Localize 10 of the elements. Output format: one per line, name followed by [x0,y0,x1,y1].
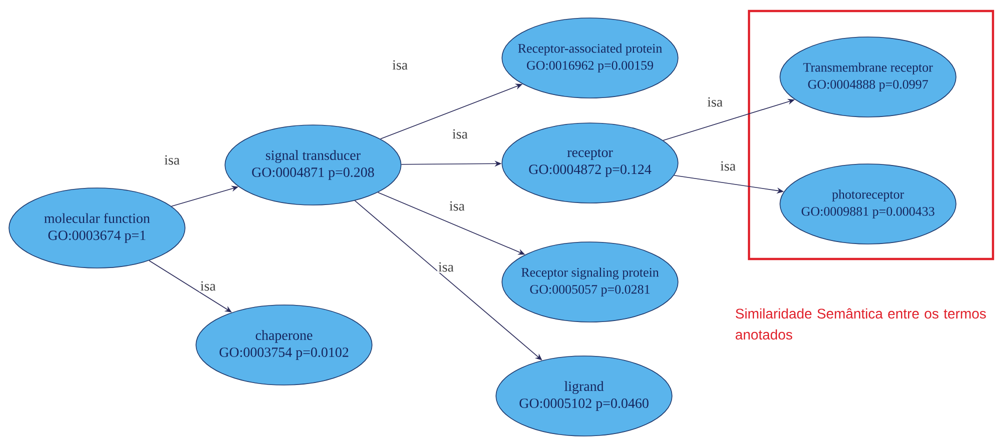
edge-label: isa [391,59,409,71]
caption-text: Similaridade Semântica entre os termos anotados [736,308,986,340]
edge-label: isa [706,96,724,108]
edge-label: isa [719,160,737,172]
edge-label: isa [437,261,455,273]
highlight-frame [748,10,994,260]
edge-label: isa [451,128,469,140]
edge-label: isa [199,280,217,292]
edge-label: isa [448,200,466,212]
edge-label: isa [163,154,181,166]
